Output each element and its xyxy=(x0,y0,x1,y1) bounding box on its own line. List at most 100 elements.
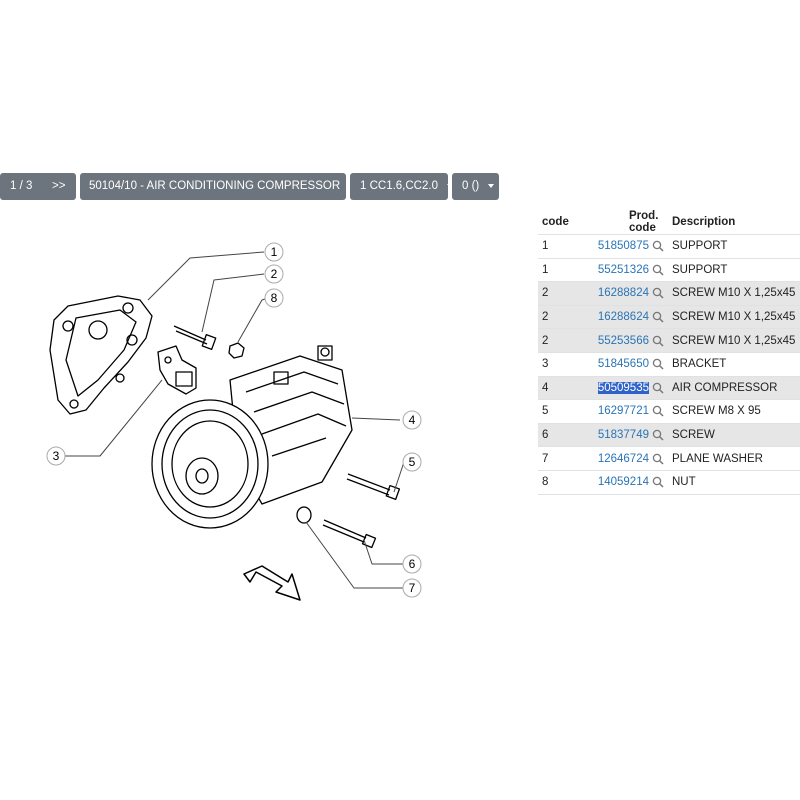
callout-4[interactable]: 4 xyxy=(402,410,422,430)
prod-code-link[interactable]: 51837749 xyxy=(597,429,649,442)
row-prod-code-cell: 55253566 xyxy=(590,328,668,353)
search-icon[interactable] xyxy=(652,382,664,394)
prod-code-link[interactable]: 16288824 xyxy=(597,287,649,300)
row-prod-code-cell: 51850875 xyxy=(590,234,668,259)
row-description: NUT xyxy=(668,469,800,495)
svg-text:1: 1 xyxy=(271,245,278,259)
search-icon[interactable] xyxy=(652,405,664,417)
direction-arrow-icon xyxy=(243,565,301,601)
row-code: 8 xyxy=(538,469,590,495)
nut-drawing xyxy=(228,342,245,359)
row-code: 7 xyxy=(538,446,590,471)
table-row[interactable]: 1 51850875 SUPPORT xyxy=(538,234,800,259)
group-dropdown[interactable]: 50104/10 - AIR CONDITIONING COMPRESSOR xyxy=(80,173,356,200)
callout-7[interactable]: 7 xyxy=(402,578,422,598)
row-description: SCREW M10 X 1,25x45 xyxy=(668,328,800,353)
search-icon[interactable] xyxy=(652,476,664,488)
model-dropdown-label: 1 CC1.6,CC2.0 xyxy=(360,180,438,192)
caret-down-icon xyxy=(488,183,495,188)
extra-dropdown[interactable]: 0 () xyxy=(452,173,499,200)
search-icon[interactable] xyxy=(652,264,664,276)
table-row[interactable]: 4 50509535 AIR COMPRESSOR xyxy=(538,375,800,400)
screw-2-drawing xyxy=(173,325,217,350)
row-description: PLANE WASHER xyxy=(668,446,800,471)
table-row[interactable]: 7 12646724 PLANE WASHER xyxy=(538,446,800,471)
row-code: 5 xyxy=(538,399,590,424)
page-nav-button[interactable]: 1 / 3 >> xyxy=(0,173,76,200)
callout-2[interactable]: 2 xyxy=(264,264,284,284)
search-icon[interactable] xyxy=(652,240,664,252)
row-description: SUPPORT xyxy=(668,234,800,259)
row-prod-code-cell: 51845650 xyxy=(590,351,668,377)
svg-text:2: 2 xyxy=(271,267,278,281)
prod-code-link[interactable]: 50509535 xyxy=(597,381,649,394)
row-prod-code-cell: 16288624 xyxy=(590,304,668,329)
parts-diagram: 1 2 8 3 4 5 6 7 xyxy=(46,242,422,601)
row-description: SUPPORT xyxy=(668,257,800,282)
row-code: 6 xyxy=(538,422,590,447)
table-row[interactable]: 2 16288824 SCREW M10 X 1,25x45 xyxy=(538,281,800,306)
prod-code-link[interactable]: 16288624 xyxy=(597,311,649,324)
column-header-description: Description xyxy=(672,216,736,228)
svg-text:3: 3 xyxy=(53,449,60,463)
row-description: BRACKET xyxy=(668,351,800,377)
row-prod-code-cell: 12646724 xyxy=(590,446,668,471)
row-description: SCREW M8 X 95 xyxy=(668,399,800,424)
row-prod-code-cell: 16288824 xyxy=(590,281,668,306)
table-row[interactable]: 2 16288624 SCREW M10 X 1,25x45 xyxy=(538,304,800,329)
callout-5[interactable]: 5 xyxy=(402,452,422,472)
row-code: 2 xyxy=(538,281,590,306)
group-dropdown-label: 50104/10 - AIR CONDITIONING COMPRESSOR xyxy=(89,180,341,192)
table-row[interactable]: 6 51837749 SCREW xyxy=(538,422,800,447)
row-prod-code-cell: 55251326 xyxy=(590,257,668,282)
prod-code-link[interactable]: 51845650 xyxy=(597,358,649,371)
search-icon[interactable] xyxy=(652,287,664,299)
row-code: 1 xyxy=(538,234,590,259)
model-dropdown[interactable]: 1 CC1.6,CC2.0 xyxy=(350,173,454,200)
search-icon[interactable] xyxy=(652,453,664,465)
row-code: 3 xyxy=(538,351,590,377)
callouts: 1 2 8 3 4 5 6 7 xyxy=(46,242,422,598)
svg-text:7: 7 xyxy=(409,581,416,595)
next-page-button[interactable]: >> xyxy=(52,180,66,192)
callout-3[interactable]: 3 xyxy=(46,446,66,466)
prod-code-link[interactable]: 16297721 xyxy=(597,405,649,418)
row-prod-code-cell: 14059214 xyxy=(590,469,668,495)
row-prod-code-cell: 51837749 xyxy=(590,422,668,447)
callout-1[interactable]: 1 xyxy=(264,242,284,262)
row-description: SCREW M10 X 1,25x45 xyxy=(668,304,800,329)
svg-text:6: 6 xyxy=(409,557,416,571)
prod-code-link[interactable]: 12646724 xyxy=(597,452,649,465)
callout-8[interactable]: 8 xyxy=(264,288,284,308)
svg-text:4: 4 xyxy=(409,413,416,427)
caret-down-icon xyxy=(447,183,454,188)
row-description: SCREW xyxy=(668,422,800,447)
row-prod-code-cell: 16297721 xyxy=(590,399,668,424)
prod-code-link[interactable]: 55253566 xyxy=(597,334,649,347)
compressor-drawing xyxy=(151,345,353,529)
callout-6[interactable]: 6 xyxy=(402,554,422,574)
table-row[interactable]: 5 16297721 SCREW M8 X 95 xyxy=(538,399,800,424)
row-code: 4 xyxy=(538,375,590,400)
washer-drawing xyxy=(296,506,312,524)
search-icon[interactable] xyxy=(652,358,664,370)
prod-code-link[interactable]: 55251326 xyxy=(597,263,649,276)
svg-text:8: 8 xyxy=(271,291,278,305)
row-description: AIR COMPRESSOR xyxy=(668,375,800,400)
svg-text:5: 5 xyxy=(409,455,416,469)
prod-code-link[interactable]: 14059214 xyxy=(597,476,649,489)
column-header-code: code xyxy=(542,216,569,228)
row-code: 2 xyxy=(538,304,590,329)
row-description: SCREW M10 X 1,25x45 xyxy=(668,281,800,306)
bracket-drawing xyxy=(157,345,197,395)
table-row[interactable]: 3 51845650 BRACKET xyxy=(538,351,800,377)
prod-code-link[interactable]: 51850875 xyxy=(597,240,649,253)
search-icon[interactable] xyxy=(652,429,664,441)
search-icon[interactable] xyxy=(652,311,664,323)
search-icon[interactable] xyxy=(652,335,664,347)
table-row[interactable]: 8 14059214 NUT xyxy=(538,469,800,495)
screw-5-drawing xyxy=(346,473,401,500)
